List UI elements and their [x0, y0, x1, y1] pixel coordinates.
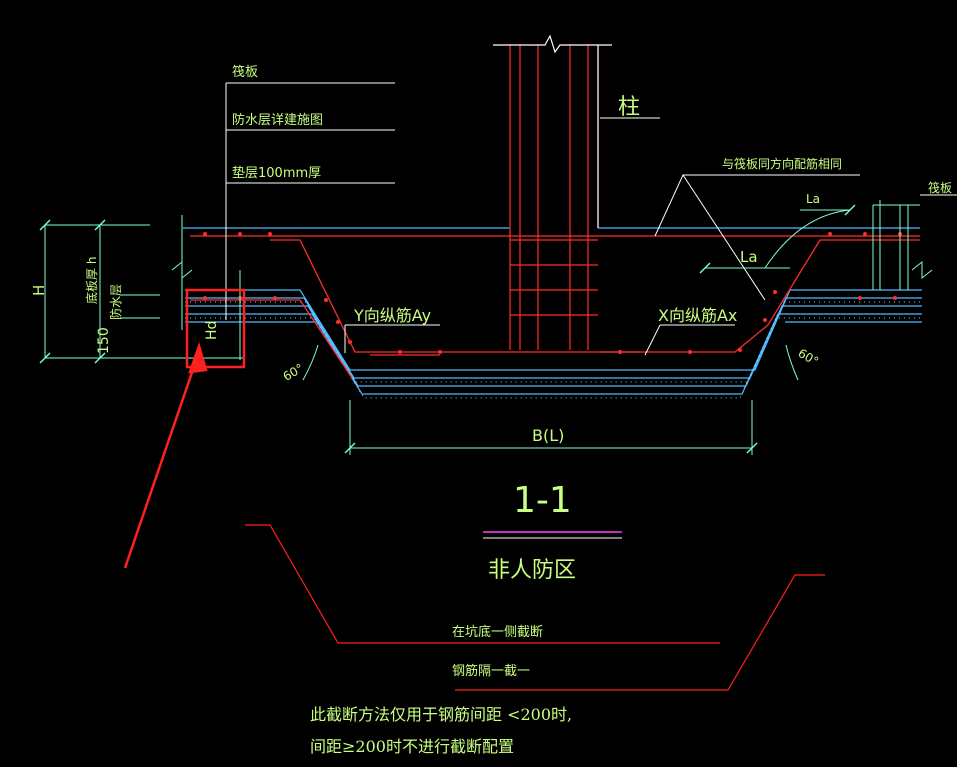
note-line-2: 间距≥200时不进行截断配置: [310, 737, 514, 756]
label-column: 柱: [618, 95, 640, 120]
label-dim-150: 150: [96, 327, 112, 354]
section-title: 1-1: [513, 480, 572, 521]
section-title-bar: [483, 531, 622, 539]
label-angle-right: 60°: [796, 346, 821, 369]
label-dim-h-total: H: [30, 285, 48, 296]
label-x-bar: X向纵筋Ax: [658, 306, 737, 325]
column: [509, 45, 599, 350]
label-dim-hd: Hd: [204, 321, 220, 340]
leader-lines: [225, 82, 957, 356]
zone-label: 非人防区: [488, 558, 576, 583]
rebar-dots: [203, 232, 902, 354]
label-angle-left: 60°: [281, 361, 306, 384]
label-dim-waterproof: 防水层: [108, 284, 123, 320]
label-dim-bl: B(L): [532, 426, 564, 445]
label-cut-at-pit: 在坑底一侧截断: [452, 624, 543, 640]
concrete-outline: [183, 227, 922, 395]
label-same-as-raft: 与筏板同方向配筋相同: [722, 156, 842, 171]
label-dim-bottom-thk: 底板厚 h: [84, 257, 99, 304]
label-la-lower: La: [740, 248, 758, 266]
label-cushion: 垫层100mm厚: [232, 165, 321, 181]
label-la-upper: La: [806, 192, 820, 206]
rebars: [190, 235, 920, 379]
column-break: [493, 34, 612, 228]
dimension-ticks: [39, 204, 856, 454]
label-y-bar: Y向纵筋Ay: [353, 306, 431, 325]
label-raft: 筏板: [232, 64, 258, 80]
note-line-1: 此截断方法仅用于钢筋间距 <200时,: [310, 705, 572, 724]
label-bar-alternate: 钢筋隔一截一: [452, 663, 530, 679]
dimension-lines: [44, 200, 933, 455]
label-waterproof-detail: 防水层详建施图: [232, 112, 323, 128]
bottom-leaders: [245, 524, 825, 691]
highlight-callout: [123, 288, 246, 569]
cushion-hatch: [185, 301, 922, 399]
label-raft-right: 筏板: [928, 181, 952, 195]
